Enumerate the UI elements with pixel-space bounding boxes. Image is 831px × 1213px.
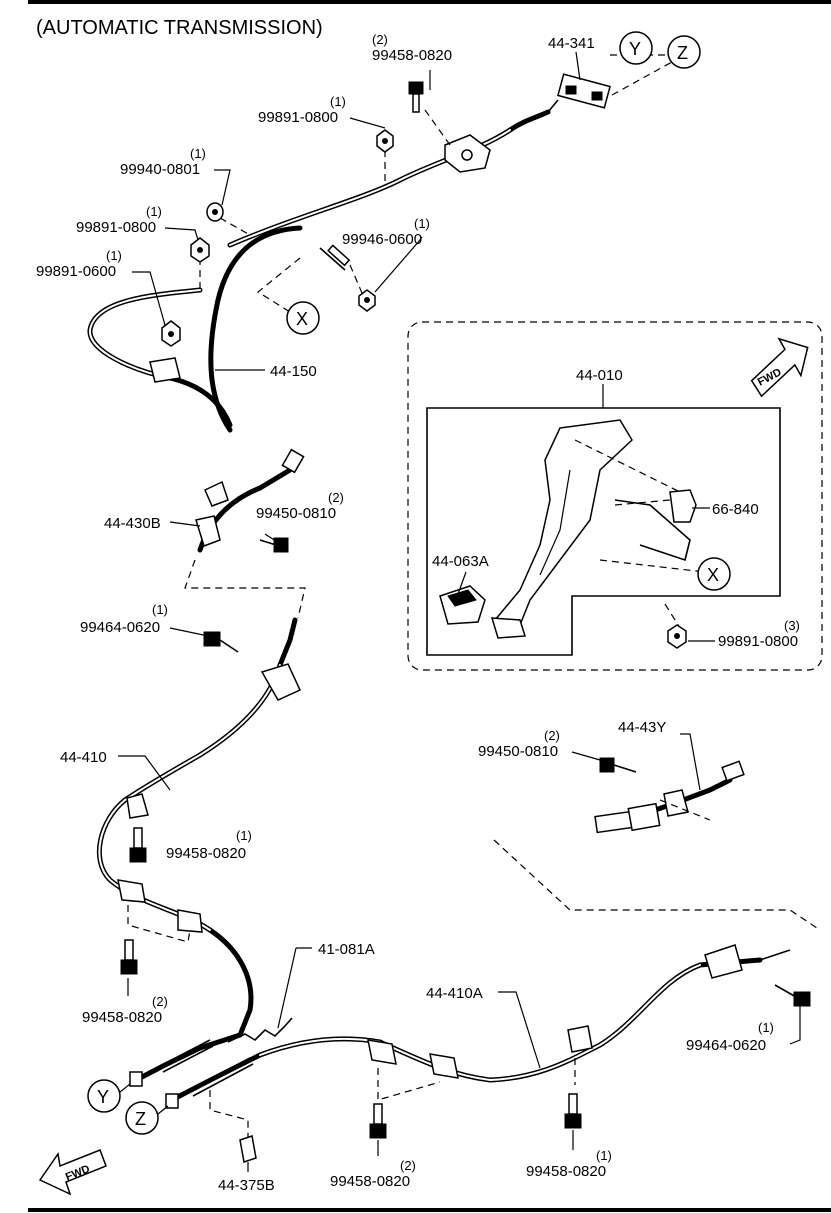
label-qty: (2) (544, 728, 560, 743)
label-99458-0820-bot2: 99458-0820 (526, 1163, 606, 1180)
fwd-arrow-icon: FWD (38, 1149, 107, 1196)
top-border (28, 0, 831, 4)
pedal-foot (490, 617, 526, 639)
nut-99891-0800-a (376, 129, 394, 153)
grommet-44-43y (627, 802, 661, 832)
label-99891-0800-b: 99891-0800 (76, 219, 156, 236)
threaded-rod (327, 244, 351, 267)
clip-44-410-c (177, 909, 203, 933)
label-qty: (2) (328, 490, 344, 505)
bolt-99458-0820-bot1 (369, 1103, 387, 1139)
label-qty: (3) (784, 618, 800, 633)
marker-x-inset (697, 557, 731, 591)
bolt-99458-0820-top (408, 81, 424, 113)
bracket-44-410 (260, 663, 301, 701)
nut-99891-0600 (161, 320, 181, 347)
bolt-99450-0810-b (599, 757, 637, 773)
label-qty: (1) (596, 1148, 612, 1163)
bolt-99464-0620-a (203, 631, 239, 653)
label-44-43y: 44-43Y (618, 719, 666, 736)
marker-z-bottom (125, 1101, 159, 1135)
bolt-99458-0820-bot2 (564, 1093, 582, 1129)
label-qty: (1) (152, 602, 168, 617)
bracket-44-430b (204, 480, 229, 507)
label-qty: (2) (372, 32, 388, 47)
label-qty: (1) (236, 828, 252, 843)
label-44-410: 44-410 (60, 749, 107, 766)
cable-y-end (137, 1032, 243, 1081)
washer-99940-0801 (206, 202, 224, 222)
label-99891-0600: 99891-0600 (36, 263, 116, 280)
label-44-010: 44-010 (576, 367, 623, 384)
label-44-410a: 44-410A (426, 985, 483, 1002)
return-spring-41-081a (227, 1017, 293, 1043)
label-qty: (1) (330, 94, 346, 109)
pedal-assembly-outline (426, 407, 781, 656)
label-qty: (1) (106, 248, 122, 263)
label-qty: (2) (400, 1158, 416, 1173)
label-99458-0820-left: 99458-0820 (82, 1009, 162, 1026)
label-99464-0620-b: 99464-0620 (686, 1037, 766, 1054)
diagram-title: (AUTOMATIC TRANSMISSION) (36, 17, 323, 39)
marker-z-label: Z (135, 1109, 146, 1129)
cable-clip (149, 357, 181, 383)
label-44-430b: 44-430B (104, 515, 161, 532)
marker-z-label: Z (677, 43, 688, 63)
nut-99891-0800-b (190, 237, 210, 263)
parking-brake-pedal (494, 419, 633, 631)
label-99458-0820-bot1: 99458-0820 (330, 1173, 410, 1190)
clip-66-840 (669, 489, 697, 523)
fwd-arrow-icon: FWD (750, 337, 809, 398)
grommet-44-430b (195, 515, 221, 547)
bolt-99458-0820-mid (129, 827, 147, 863)
label-99464-0620-a: 99464-0620 (80, 619, 160, 636)
cable-44-150-a (208, 225, 303, 433)
label-41-081a: 41-081A (318, 941, 375, 958)
label-qty: (1) (758, 1020, 774, 1035)
front-cable (227, 109, 551, 248)
clip-44-410a-c (567, 1025, 593, 1053)
marker-y-top (619, 31, 653, 65)
label-qty: (1) (146, 204, 162, 219)
label-66-840: 66-840 (712, 501, 759, 518)
label-qty: (1) (190, 146, 206, 161)
cable-end-44-430b (281, 448, 305, 474)
clip-44-410-b (117, 879, 146, 903)
marker-x-label: X (296, 309, 308, 329)
label-99891-0800-c: 99891-0800 (718, 633, 798, 650)
bracket-44-43y (663, 789, 689, 817)
label-qty: (1) (414, 216, 430, 231)
label-44-063a: 44-063A (432, 553, 489, 570)
label-99450-0810-b: 99450-0810 (478, 743, 558, 760)
marker-z-top (667, 35, 701, 69)
bottom-border (28, 1208, 831, 1212)
marker-x-label: X (707, 565, 719, 585)
clip-44-410-a (126, 793, 149, 819)
clip-44-410a-a (367, 1039, 397, 1065)
pedal-inset-box (407, 321, 823, 671)
marker-y-label: Y (97, 1087, 109, 1107)
bolt-99464-0620-b (774, 984, 811, 1007)
nut-99946-0600 (358, 289, 376, 312)
marker-y-bottom (87, 1079, 121, 1113)
label-99891-0800-a: 99891-0800 (258, 109, 338, 126)
bracket-44-410a (704, 944, 743, 979)
label-99458-0820-top: 99458-0820 (372, 47, 452, 64)
clip-44-410a-b (429, 1053, 459, 1079)
bolt-99458-0820-left (120, 939, 138, 975)
label-44-150: 44-150 (270, 363, 317, 380)
label-99946-0600: 99946-0600 (342, 231, 422, 248)
label-44-375b: 44-375B (218, 1177, 275, 1194)
cable-end-44-43y (594, 810, 634, 834)
label-44-341: 44-341 (548, 35, 595, 52)
clip-44-375b (239, 1135, 257, 1163)
label-99940-0801: 99940-0801 (120, 161, 200, 178)
label-99458-0820-mid: 99458-0820 (166, 845, 246, 862)
nut-99891-0800-c (667, 624, 687, 649)
marker-x-top (286, 301, 320, 335)
label-99450-0810-a: 99450-0810 (256, 505, 336, 522)
label-qty: (2) (152, 994, 168, 1009)
marker-y-label: Y (629, 39, 641, 59)
